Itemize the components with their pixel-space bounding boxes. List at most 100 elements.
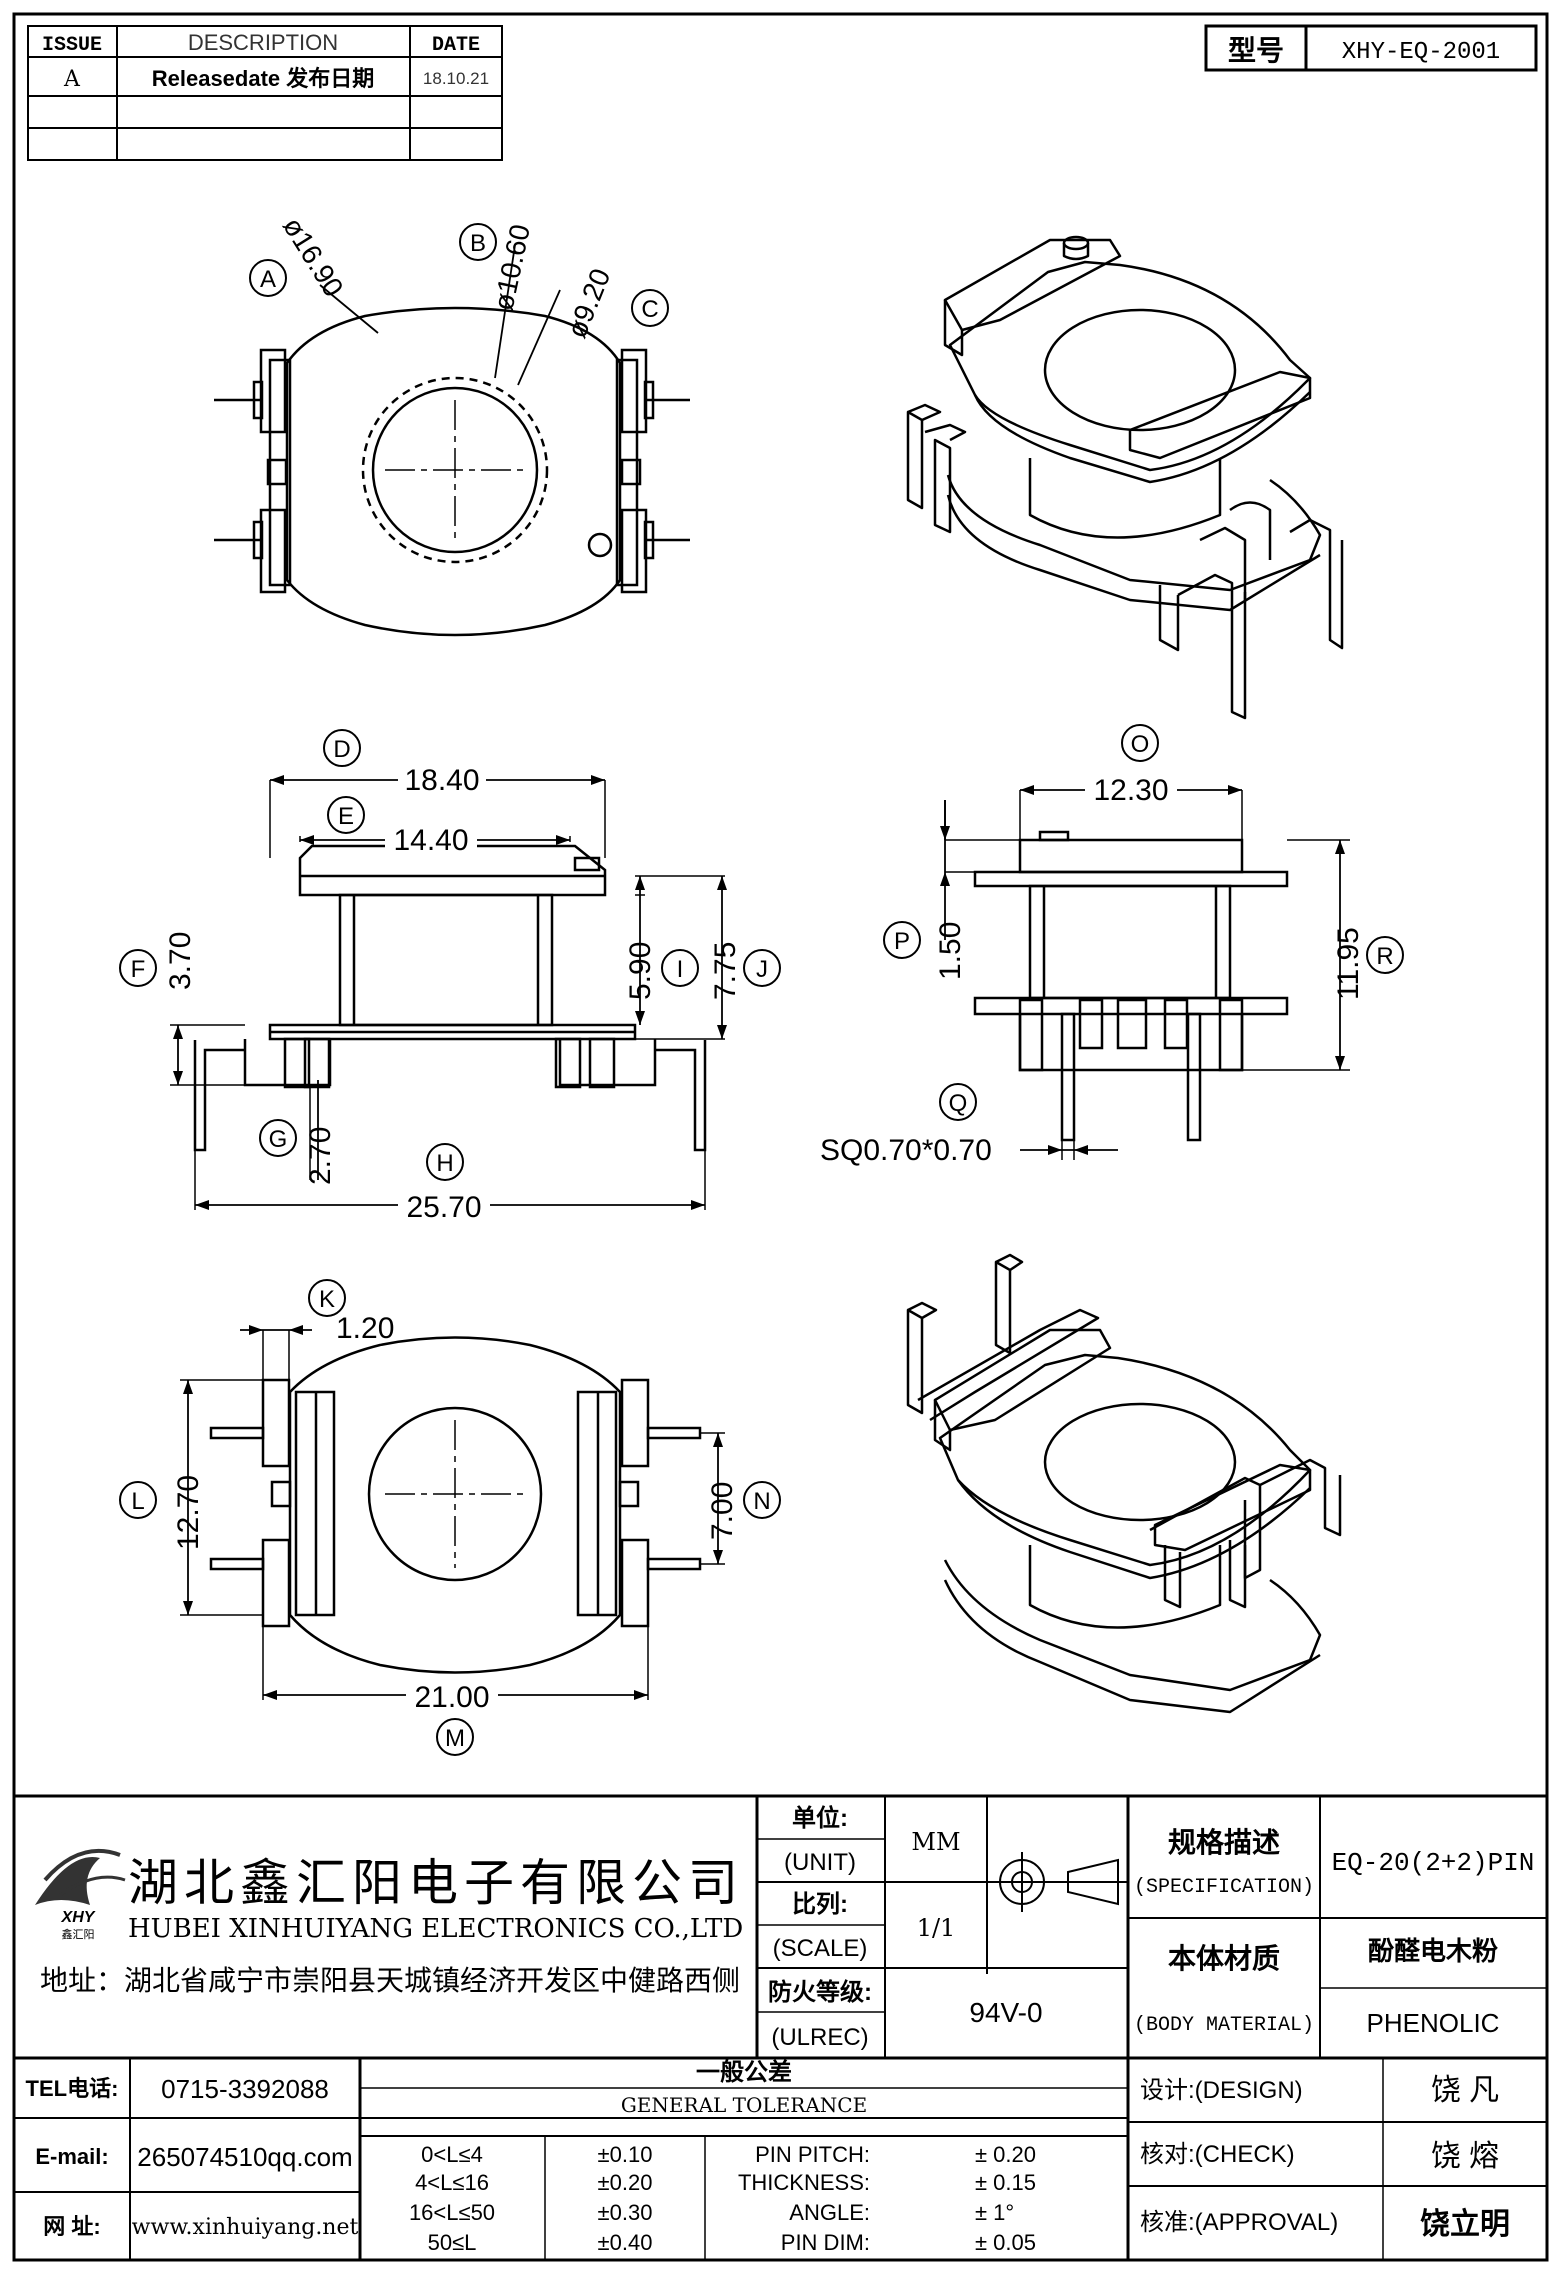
- callout-M-label: M: [445, 1725, 465, 1752]
- dim-21-00: 21.00: [414, 1681, 489, 1714]
- callout-L-label: L: [131, 1488, 144, 1515]
- unit-label: 单位:: [792, 1804, 848, 1832]
- tol-item-label-2: ANGLE:: [789, 2200, 870, 2225]
- tol-item-label-3: PIN DIM:: [781, 2230, 870, 2255]
- callout-N-label: N: [753, 1488, 770, 1515]
- callout-H-label: H: [436, 1150, 453, 1177]
- callout-D-label: D: [333, 736, 350, 763]
- spec-value: EQ-20(2+2)PIN: [1332, 1848, 1535, 1878]
- tol-item-label-0: PIN PITCH:: [755, 2142, 870, 2167]
- side-view: [944, 789, 1350, 1160]
- callout-F: [119, 949, 157, 987]
- spec-label: 规格描述: [1168, 1827, 1280, 1858]
- callout-O: [1121, 724, 1159, 762]
- company-logo: XHY 鑫汇阳: [35, 1848, 126, 1941]
- dim-7-00: 7.00: [706, 1482, 739, 1540]
- revision-header-description: DESCRIPTION: [188, 30, 338, 55]
- tel-label: TEL电话:: [26, 2076, 119, 2101]
- callout-R-label: R: [1376, 943, 1393, 970]
- revision-row-date: 18.10.21: [423, 69, 489, 88]
- tol-range-3: 50≤L: [428, 2230, 477, 2255]
- dim-18-40: 18.40: [404, 764, 479, 797]
- dim-14-40: 14.40: [393, 824, 468, 857]
- callout-P: [883, 921, 921, 959]
- dim-25-70: 25.70: [406, 1191, 481, 1224]
- title-block-grid: [14, 1794, 1547, 2260]
- email-label: E-mail:: [35, 2144, 108, 2169]
- revision-table: [27, 25, 503, 161]
- callout-B-label: B: [470, 230, 486, 257]
- scale-value: 1/1: [917, 1914, 956, 1942]
- tol-item-value-1: ± 0.15: [975, 2170, 1036, 2195]
- callout-A: [249, 259, 287, 297]
- side-view-arrows: [940, 785, 1345, 1155]
- unit-value: MM: [911, 1828, 960, 1856]
- bottom-view: [180, 1329, 725, 1700]
- approval-name: 饶立明: [1420, 2207, 1510, 2241]
- dim-7-75: 7.75: [709, 942, 742, 1000]
- email-value: 265074510qq.com: [137, 2142, 352, 2172]
- callout-P-label: P: [894, 928, 910, 955]
- scale-label: 比列:: [792, 1891, 848, 1918]
- callout-R: [1366, 936, 1404, 974]
- material-label-en: (BODY MATERIAL): [1134, 2014, 1314, 2037]
- callout-Q-label: Q: [949, 1090, 968, 1117]
- callout-M: [436, 1718, 474, 1756]
- tol-range-2: 16<L≤50: [409, 2200, 495, 2225]
- tol-item-value-3: ± 0.05: [975, 2230, 1036, 2255]
- top-view: [214, 244, 690, 637]
- scale-label-en: (SCALE): [773, 1935, 868, 1962]
- front-view-arrows: [173, 775, 727, 1210]
- dim-phi-9-20: ø9.20: [561, 264, 617, 342]
- company-address: 地址：湖北省咸宁市崇阳县天城镇经济开发区中健路西侧: [40, 1964, 740, 1997]
- approval-label: 核准:(APPROVAL): [1140, 2209, 1338, 2236]
- model-label: 型号: [1228, 35, 1284, 66]
- callout-E-label: E: [338, 803, 354, 830]
- dim-2-70: 2.70: [304, 1127, 337, 1185]
- callout-C-label: C: [641, 296, 658, 323]
- tel-value: 0715-3392088: [161, 2074, 329, 2104]
- revision-row-description: Releasedate 发布日期: [152, 66, 375, 91]
- revision-row-issue: A: [63, 67, 81, 92]
- callout-D: [323, 729, 361, 767]
- revision-header-issue: ISSUE: [42, 34, 102, 57]
- callout-N: [743, 1481, 781, 1519]
- callout-L: [119, 1481, 157, 1519]
- callout-G: [259, 1119, 297, 1157]
- revision-header-date: DATE: [432, 34, 480, 57]
- tol-item-value-2: ± 1°: [975, 2200, 1014, 2225]
- dim-12-30: 12.30: [1093, 774, 1168, 807]
- tol-item-value-0: ± 0.20: [975, 2142, 1036, 2167]
- callout-Q: [939, 1083, 977, 1121]
- model-value: XHY-EQ-2001: [1342, 39, 1500, 66]
- check-label: 核对:(CHECK): [1140, 2141, 1295, 2168]
- ulrec-value: 94V-0: [969, 1997, 1042, 2028]
- tolerance-title: 一般公差: [696, 2058, 792, 2086]
- unit-label-en: (UNIT): [784, 1849, 856, 1876]
- material-label: 本体材质: [1168, 1943, 1280, 1974]
- dim-12-70: 12.70: [172, 1475, 205, 1550]
- dim-sq-0-70: SQ0.70*0.70: [820, 1134, 992, 1167]
- callout-I: [661, 949, 699, 987]
- callout-H: [426, 1143, 464, 1181]
- tol-value-2: ±0.30: [598, 2200, 653, 2225]
- ulrec-label-en: (ULREC): [771, 2024, 868, 2051]
- callout-J: [743, 949, 781, 987]
- logo-sub: 鑫汇阳: [62, 1927, 95, 1941]
- dim-5-90: 5.90: [624, 942, 657, 1000]
- material-value: 酚醛电木粉: [1368, 1936, 1498, 1966]
- callout-F-label: F: [131, 956, 146, 983]
- projection-symbol-icon: [992, 1852, 1119, 1912]
- callout-J-label: J: [756, 956, 768, 983]
- company-name-en: HUBEI XINHUIYANG ELECTRONICS CO.,LTD: [128, 1914, 743, 1944]
- design-name: 饶 凡: [1431, 2074, 1499, 2107]
- check-name: 饶 熔: [1431, 2140, 1499, 2173]
- company-name-cn: 湖北鑫汇阳电子有限公司: [128, 1854, 744, 1912]
- web-label: 网 址:: [43, 2214, 100, 2239]
- dim-phi-16-90: ø16.90: [277, 212, 349, 302]
- dim-1-50: 1.50: [934, 922, 967, 980]
- callout-A-label: A: [260, 266, 276, 293]
- web-value: www.xinhuiyang.net: [132, 2215, 359, 2240]
- callout-I-label: I: [677, 956, 684, 983]
